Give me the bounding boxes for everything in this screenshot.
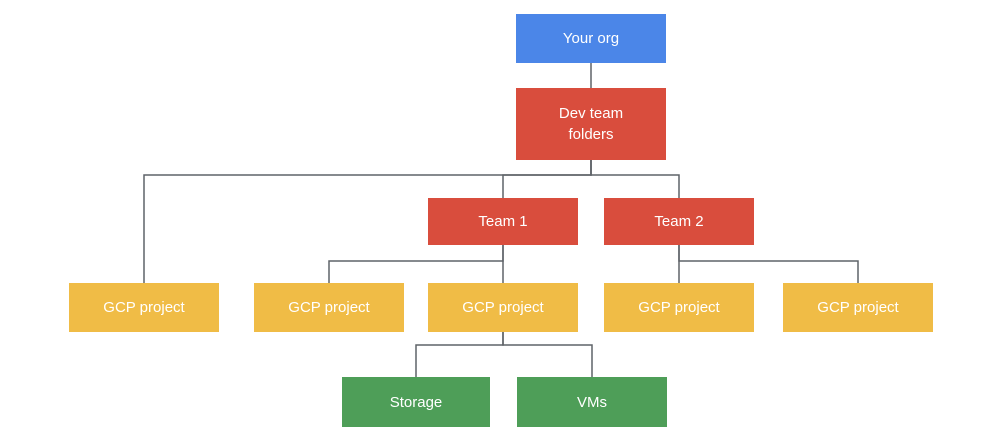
- node-your-org-label: Your org: [562, 30, 620, 47]
- edge-dev-to-team2: [590, 160, 680, 198]
- node-team-1: Team 1: [428, 198, 578, 245]
- node-team-2: Team 2: [604, 198, 754, 245]
- node-gcp-project-4-label: GCP project: [638, 299, 720, 316]
- node-gcp-project-2: GCP project: [254, 283, 404, 332]
- node-dev-team-folders-label: Dev team folders: [558, 105, 624, 143]
- node-storage-label: Storage: [389, 393, 443, 411]
- edge-p3-to-storage: [415, 332, 504, 377]
- node-gcp-project-3: GCP project: [428, 283, 578, 332]
- node-vms: VMs: [517, 377, 667, 427]
- node-gcp-project-2-label: GCP project: [288, 299, 370, 316]
- node-your-org: Your org: [516, 14, 666, 63]
- node-gcp-project-1-label: GCP project: [103, 299, 185, 316]
- node-vms-label: VMs: [577, 393, 607, 411]
- node-gcp-project-3-label: GCP project: [462, 299, 544, 316]
- node-gcp-project-5: GCP project: [783, 283, 933, 332]
- node-gcp-project-5-label: GCP project: [817, 299, 899, 316]
- edge-p3-to-vms: [502, 332, 593, 377]
- node-gcp-project-4: GCP project: [604, 283, 754, 332]
- node-storage: Storage: [342, 377, 490, 427]
- node-team-1-label: Team 1: [478, 213, 528, 230]
- node-gcp-project-1: GCP project: [69, 283, 219, 332]
- edge-team2-to-p5: [678, 245, 859, 283]
- edge-dev-to-team1: [502, 160, 592, 198]
- edge-team1-to-p2: [328, 245, 504, 283]
- node-dev-team-folders: Dev team folders: [516, 88, 666, 160]
- node-team-2-label: Team 2: [654, 213, 704, 230]
